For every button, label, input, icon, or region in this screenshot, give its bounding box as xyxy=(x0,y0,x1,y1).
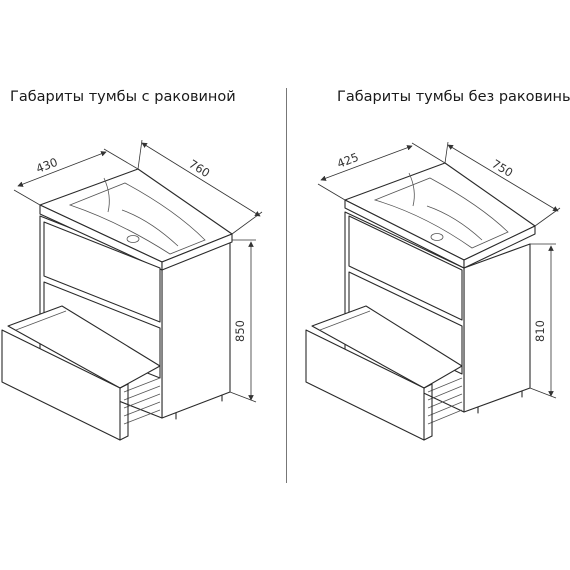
right-cabinet xyxy=(305,162,536,441)
left-drawer-1 xyxy=(43,221,161,323)
right-height-dimension: 810 xyxy=(529,243,557,399)
left-drawer-box xyxy=(7,305,161,389)
panel-divider xyxy=(286,88,287,483)
left-height-label: 850 xyxy=(233,320,247,342)
right-height-label: 810 xyxy=(533,320,547,342)
right-depth-label: 425 xyxy=(335,150,361,171)
right-drawer-box xyxy=(311,305,463,389)
left-height-dimension: 850 xyxy=(229,239,257,403)
left-title: Габариты тумбы с раковиной xyxy=(10,89,236,105)
right-side-panel xyxy=(463,243,531,413)
left-depth-label: 430 xyxy=(34,155,60,176)
left-width-label: 760 xyxy=(186,157,212,181)
right-title: Габариты тумбы без раковины xyxy=(337,89,570,105)
left-drain xyxy=(126,235,140,243)
left-cabinet xyxy=(1,168,233,441)
right-width-label: 750 xyxy=(489,157,515,180)
right-drain xyxy=(430,233,444,241)
right-drawer-1 xyxy=(348,215,463,321)
